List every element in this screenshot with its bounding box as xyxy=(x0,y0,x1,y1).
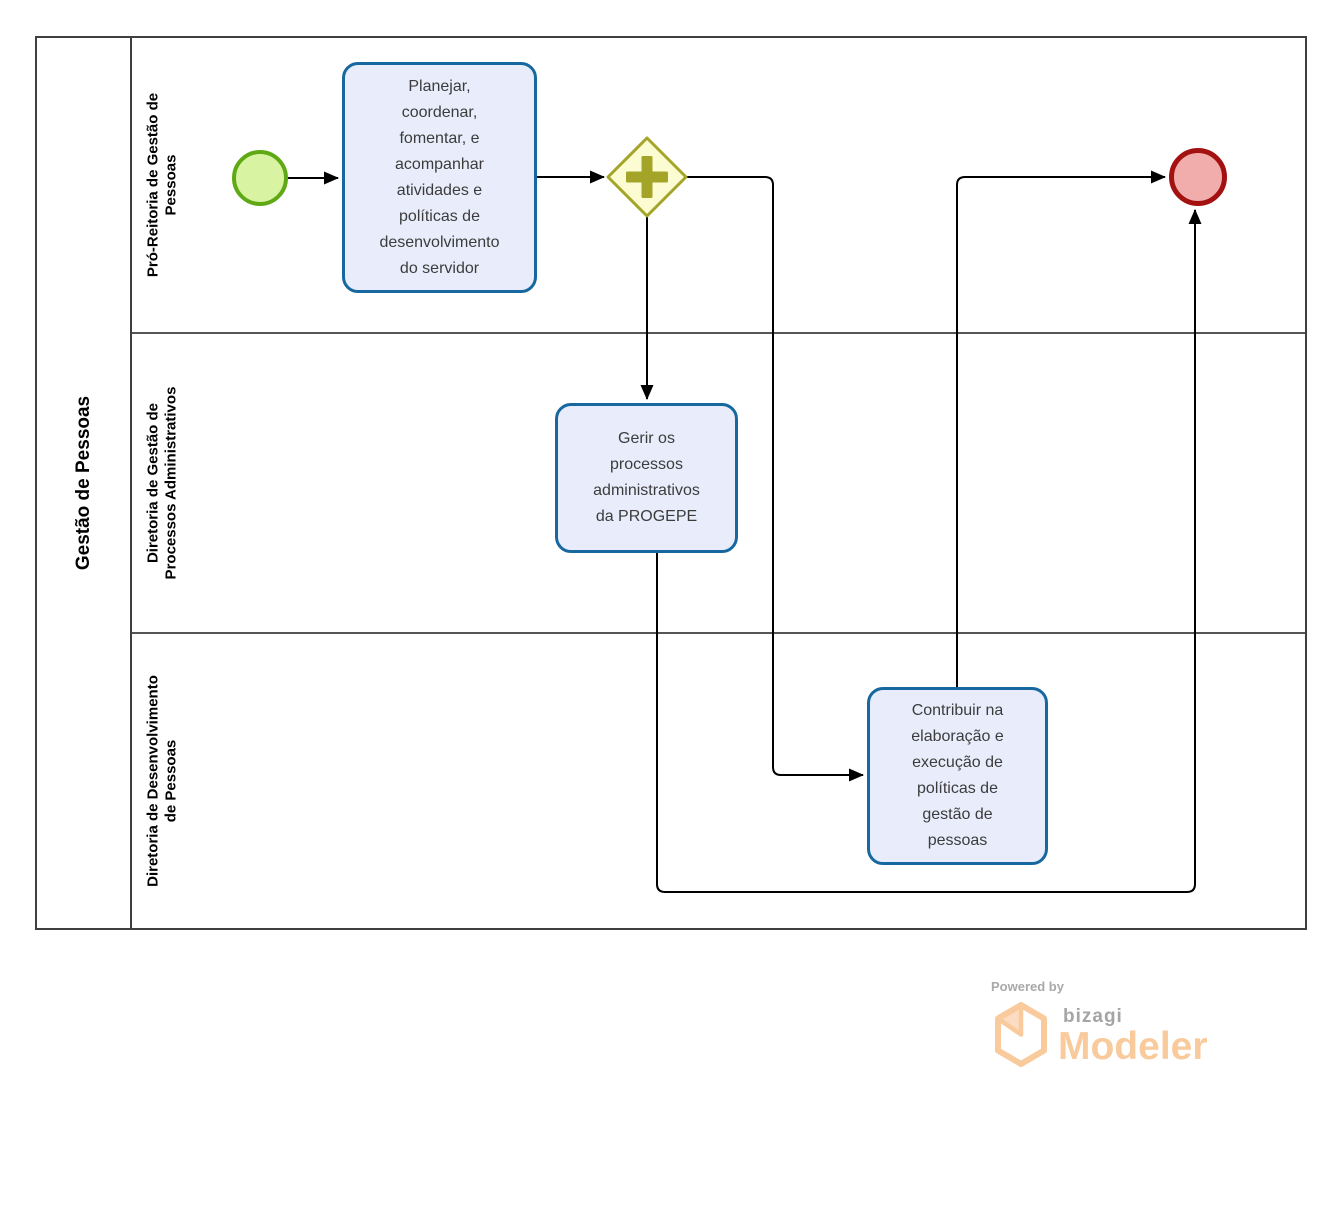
bizagi-logo-icon xyxy=(995,1002,1047,1067)
flow-gateway-to-contribuir xyxy=(686,176,864,782)
gateway-plus-icon xyxy=(626,156,668,198)
start-event xyxy=(232,150,288,206)
logo-hexagon-outline xyxy=(995,1002,1047,1067)
task-label: Planejar, coordenar, fomentar, e acompan… xyxy=(379,77,500,277)
end-event xyxy=(1169,148,1227,206)
flow-contribuir-to-end xyxy=(956,170,1166,687)
task-contribuir: Contribuir na elaboração e execução de p… xyxy=(867,687,1048,865)
lane-diretoria-desenvolvimento: Diretoria de Desenvolvimento de Pessoas xyxy=(132,632,1305,928)
task-planejar: Planejar, coordenar, fomentar, e acompan… xyxy=(342,62,537,293)
task-label: Contribuir na elaboração e execução de p… xyxy=(911,702,1004,849)
logo-fold-fill xyxy=(1000,1007,1021,1035)
logo-fold-edge xyxy=(997,1003,1024,1037)
lane-diretoria-processos: Diretoria de Gestão de Processos Adminis… xyxy=(132,332,1305,632)
pool-header-band: Gestão de Pessoas xyxy=(37,38,132,928)
task-gerir: Gerir os processos administrativos da PR… xyxy=(555,403,738,553)
flow-gerir-to-end xyxy=(656,209,1202,893)
lane-set: Pró-Reitoria de Gestão de Pessoas Direto… xyxy=(132,38,1305,928)
modeler-product-text: Modeler xyxy=(1058,1025,1208,1068)
powered-by-text: Powered by xyxy=(991,979,1064,994)
bizagi-brand-text: bizagi xyxy=(1063,1006,1123,1027)
task-label: Gerir os processos administrativos da PR… xyxy=(593,430,700,525)
parallel-gateway xyxy=(606,136,688,218)
